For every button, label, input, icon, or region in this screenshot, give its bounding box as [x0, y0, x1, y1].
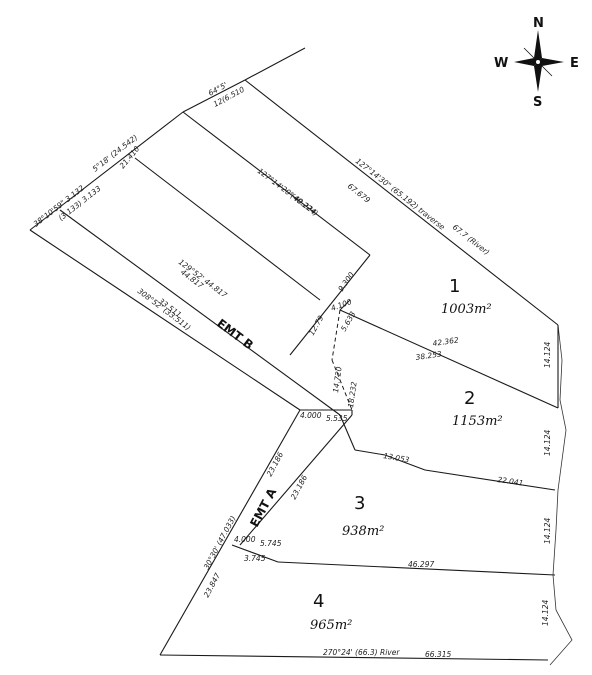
compass-rose-icon — [514, 30, 564, 92]
easement-b-label: EMT B — [214, 316, 256, 352]
dim-east-4: 14.124 — [541, 600, 550, 626]
dim-lot34: 46.297 — [408, 560, 434, 569]
dim-lot12-line2: 38.253 — [415, 349, 442, 362]
lot-3-number: 3 — [354, 493, 365, 514]
dim-lot3-a: 4.000 — [234, 535, 256, 544]
dim-east-2: 14.124 — [543, 430, 552, 456]
lot-1-area: 1003m² — [441, 302, 492, 317]
dim-lot2-w2: 18.232 — [346, 381, 359, 408]
dim-lot1-west: 9.300 — [336, 270, 356, 293]
dim-lot1-c: 5.633 — [339, 310, 358, 333]
dim-lot2-top2: 5.535 — [326, 414, 348, 423]
lot-3-area: 938m² — [342, 524, 384, 539]
dim-bottom: 270°24' (66.3) River — [323, 648, 400, 657]
dim-lot2-top: 4.000 — [300, 411, 322, 420]
lot-1-number: 1 — [449, 276, 460, 297]
dim-emt-a-len2: 23.186 — [289, 473, 309, 501]
dim-lower-road2: 308°52' (33.511) — [136, 286, 193, 332]
dim-lot23-b: 22.041 — [497, 475, 524, 488]
dim-left-bottom: 30°30' (47.033) — [202, 514, 238, 571]
lot-4-number: 4 — [313, 591, 324, 612]
boundary-lines — [29, 47, 573, 666]
dim-east-1: 14.124 — [543, 342, 552, 368]
compass-west: W — [494, 56, 508, 71]
dim-river-top-note: 67.7 (River) — [451, 222, 492, 256]
compass-south: S — [533, 95, 542, 110]
compass-east: E — [570, 56, 579, 71]
dim-bottom2: 66.315 — [425, 650, 451, 659]
easement-a-label: EMT A — [247, 485, 279, 529]
dim-lot3-b: 5.745 — [260, 539, 282, 548]
dim-mid-chain: (40.224) — [289, 191, 320, 218]
lot-2-area: 1153m² — [452, 414, 503, 429]
lot-4-area: 965m² — [310, 618, 352, 633]
dim-lot23-a: 13.053 — [383, 451, 411, 464]
compass-north: N — [533, 16, 544, 31]
lot-2-number: 2 — [464, 388, 475, 409]
dim-lot12-line: 42.362 — [432, 335, 459, 348]
dim-river-top-len: 67.679 — [346, 181, 372, 204]
dim-east-3: 14.124 — [543, 518, 552, 544]
dim-lot1-b: 12.79 — [307, 314, 326, 337]
dim-lot3-c: 3.745 — [244, 554, 266, 563]
dim-emt-a-len: 23.186 — [265, 450, 285, 478]
dim-lot2-w1: 14.720 — [331, 366, 344, 393]
